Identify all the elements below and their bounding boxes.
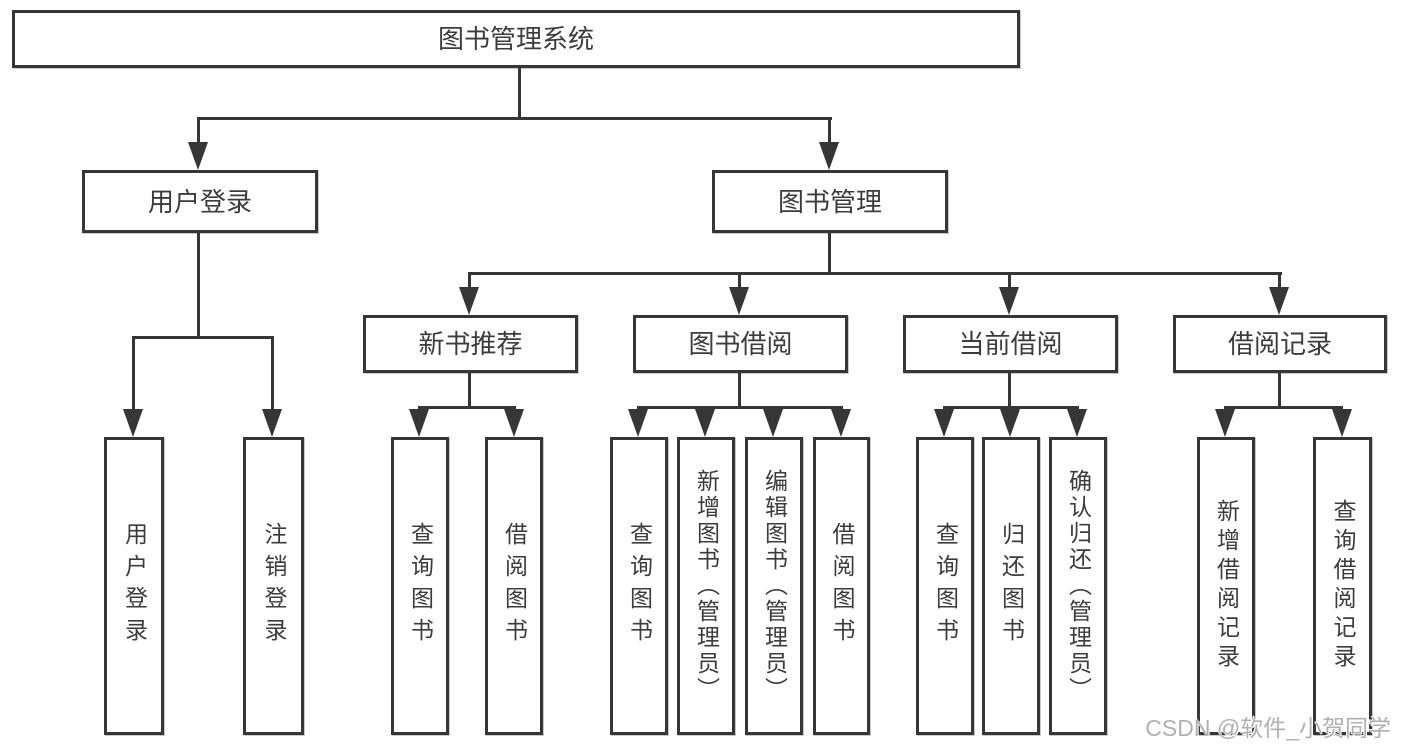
leaf-cb-confirm-return-admin-label: 确认归还（管理员） [1065, 469, 1092, 703]
connector-current-borrow-branch [943, 406, 1079, 409]
watermark: CSDN @软件_小贺同学 [1145, 715, 1391, 741]
connector-root-branch [197, 117, 832, 120]
connector-root-stem [518, 68, 521, 120]
node-user-login-label: 用户登录 [147, 186, 252, 217]
arrowhead-down-icon [729, 287, 749, 315]
leaf-cb-query-books-label: 查询图书 [932, 522, 959, 650]
connector-to-book-management [828, 117, 831, 145]
connector-user-login-stem [197, 233, 200, 339]
arrowhead-down-icon [409, 409, 429, 437]
node-book-borrow-label: 图书借阅 [688, 329, 793, 359]
connector-book-management-stem [828, 233, 831, 275]
arrowhead-down-icon [1000, 409, 1020, 437]
connector-book-borrow-branch [637, 406, 843, 409]
connector-borrow-records-stem [1278, 373, 1281, 409]
leaf-br-query-record-label: 查询借阅记录 [1330, 499, 1356, 673]
arrowhead-down-icon [262, 409, 282, 437]
leaf-bb-edit-books-admin-label: 编辑图书（管理员） [761, 469, 788, 703]
node-current-borrow: 当前借阅 [903, 315, 1118, 373]
connector-new-book-branch [418, 406, 516, 409]
leaf-logout: 注销登录 [243, 437, 304, 735]
arrowhead-down-icon [831, 409, 851, 437]
leaf-bb-add-books-admin-label: 新增图书（管理员） [693, 469, 720, 703]
arrowhead-down-icon [1332, 409, 1352, 437]
arrowhead-down-icon [1269, 287, 1289, 315]
leaf-logout-label: 注销登录 [261, 522, 287, 650]
leaf-bb-query-books-label: 查询图书 [626, 522, 653, 650]
arrowhead-down-icon [695, 409, 715, 437]
arrowhead-down-icon [1215, 409, 1235, 437]
node-book-borrow: 图书借阅 [633, 315, 848, 373]
arrowhead-down-icon [504, 409, 524, 437]
node-borrow-records-label: 借阅记录 [1227, 329, 1332, 359]
leaf-nb-borrow-books-label: 借阅图书 [501, 522, 528, 650]
arrowhead-down-icon [628, 409, 648, 437]
connector-to-current-borrow [1008, 272, 1011, 292]
connector-to-new-book [468, 272, 471, 292]
connector-book-borrow-stem [738, 373, 741, 409]
arrowhead-down-icon [123, 409, 143, 437]
leaf-nb-query-books-label: 查询图书 [407, 522, 434, 650]
leaf-bb-add-books-admin: 新增图书（管理员） [677, 437, 735, 735]
leaf-user-login: 用户登录 [104, 437, 164, 735]
arrowhead-down-icon [819, 142, 839, 170]
node-root-label: 图书管理系统 [437, 24, 594, 54]
node-current-borrow-label: 当前借阅 [958, 329, 1063, 359]
connector-to-borrow-records [1278, 272, 1281, 292]
connector-borrow-records-branch [1224, 406, 1343, 409]
connector-to-leaf-user-login [132, 336, 135, 412]
node-book-management-label: 图书管理 [777, 186, 882, 217]
node-new-book-recommend: 新书推荐 [363, 315, 578, 373]
connector-to-user-login [197, 117, 200, 145]
leaf-cb-query-books: 查询图书 [916, 437, 974, 735]
arrowhead-down-icon [999, 287, 1019, 315]
connector-new-book-stem [468, 373, 471, 409]
leaf-bb-edit-books-admin: 编辑图书（管理员） [745, 437, 803, 735]
node-root: 图书管理系统 [12, 10, 1020, 68]
connector-to-leaf-logout [271, 336, 274, 412]
arrowhead-down-icon [763, 409, 783, 437]
leaf-cb-confirm-return-admin: 确认归还（管理员） [1049, 437, 1107, 735]
leaf-br-add-record-label: 新增借阅记录 [1213, 499, 1240, 673]
connector-user-login-branch [132, 336, 274, 339]
leaf-bb-borrow-books: 借阅图书 [813, 437, 870, 735]
leaf-bb-borrow-books-label: 借阅图书 [829, 522, 855, 650]
connector-current-borrow-stem [1008, 373, 1011, 409]
node-borrow-records: 借阅记录 [1173, 315, 1387, 373]
arrowhead-down-icon [934, 409, 954, 437]
leaf-br-add-record: 新增借阅记录 [1197, 437, 1255, 735]
node-new-book-recommend-label: 新书推荐 [418, 329, 523, 359]
leaf-nb-query-books: 查询图书 [391, 437, 449, 735]
node-user-login: 用户登录 [82, 170, 318, 233]
connector-to-book-borrow [738, 272, 741, 292]
node-book-management: 图书管理 [712, 170, 948, 233]
leaf-cb-return-books-label: 归还图书 [998, 522, 1025, 650]
leaf-bb-query-books: 查询图书 [610, 437, 668, 735]
leaf-br-query-record: 查询借阅记录 [1313, 437, 1372, 735]
arrowhead-down-icon [1067, 409, 1087, 437]
arrowhead-down-icon [459, 287, 479, 315]
connector-book-management-branch [468, 272, 1282, 275]
arrowhead-down-icon [188, 142, 208, 170]
leaf-nb-borrow-books: 借阅图书 [485, 437, 543, 735]
leaf-cb-return-books: 归还图书 [982, 437, 1040, 735]
leaf-user-login-label: 用户登录 [121, 522, 148, 650]
